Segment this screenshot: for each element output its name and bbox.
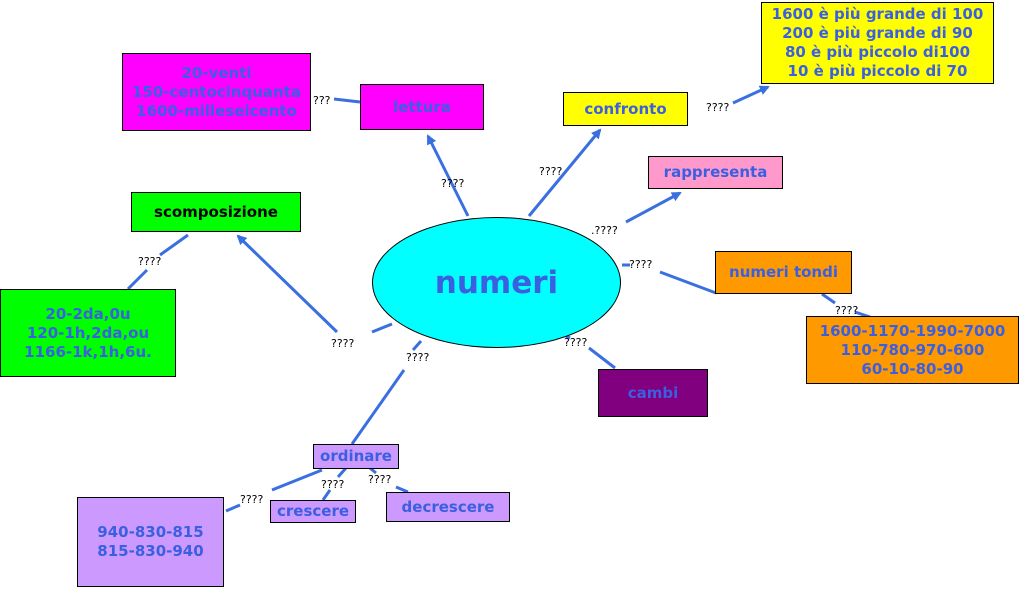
node-lettura-label: lettura (393, 97, 451, 116)
confronto-example-4: 10 è più piccolo di 70 (787, 62, 968, 80)
link-numeri-tondi-2 (659, 270, 717, 295)
link-label-confronto-examples: ???? (706, 101, 730, 114)
link-scomposizione-examples (159, 233, 189, 257)
link-ordinare-examples (271, 468, 323, 492)
node-cambi: cambi (598, 369, 708, 417)
scomposizione-example-3: 1166-1k,1h,6u. (24, 342, 152, 361)
link-ordinare-2 (350, 369, 406, 445)
link-label-ordinare: ???? (406, 351, 430, 364)
link-crescere (336, 467, 348, 478)
link-rappresenta (625, 191, 682, 224)
link-label-rappresenta: .???? (591, 224, 618, 237)
link-ordinare-examples-2 (225, 503, 241, 513)
node-scomposizione: scomposizione (131, 192, 301, 232)
node-crescere: crescere (270, 500, 356, 523)
link-confronto-examples (732, 85, 770, 105)
node-confronto-examples: 1600 è più grande di 100 200 è più grand… (761, 2, 994, 84)
ordinare-example-1: 940-830-815 (97, 523, 204, 541)
center-label: numeri (434, 264, 559, 301)
lettura-example-3: 1600-milleseicento (136, 101, 297, 120)
node-crescere-label: crescere (276, 502, 350, 520)
node-scomposizione-examples: 20-2da,0u 120-1h,2da,ou 1166-1k,1h,6u. (0, 289, 176, 377)
node-confronto: confronto (563, 92, 688, 126)
lettura-example-2: 150-centocinquanta (132, 82, 301, 101)
numeri-tondi-example-2: 110-780-970-600 (840, 340, 985, 359)
link-lettura (426, 134, 470, 217)
node-cambi-label: cambi (627, 383, 679, 402)
node-ordinare-label: ordinare (320, 447, 392, 465)
link-label-numeri-tondi: ???? (629, 258, 653, 271)
node-ordinare-examples: 940-830-815 815-830-940 (77, 497, 224, 587)
confronto-example-3: 80 è più piccolo di100 (784, 43, 971, 61)
link-label-crescere: ???? (321, 478, 345, 491)
node-lettura: lettura (360, 84, 484, 130)
node-numeri-tondi: numeri tondi (715, 251, 852, 294)
lettura-example-1: 20-venti (181, 63, 252, 82)
confronto-example-1: 1600 è più grande di 100 (771, 5, 984, 23)
link-label-lettura-examples: ??? (313, 94, 331, 107)
node-scomposizione-label: scomposizione (154, 202, 278, 221)
numeri-tondi-example-1: 1600-1170-1990-7000 (819, 321, 1006, 340)
node-numeri-tondi-examples: 1600-1170-1990-7000 110-780-970-600 60-1… (806, 316, 1019, 384)
numeri-tondi-example-3: 60-10-80-90 (861, 359, 964, 378)
link-label-numeri-tondi-examples: ???? (835, 304, 859, 317)
node-rappresenta: rappresenta (648, 156, 783, 189)
link-lettura-examples (333, 97, 361, 104)
node-rappresenta-label: rappresenta (663, 163, 768, 181)
link-confronto (527, 128, 602, 217)
scomposizione-example-2: 120-1h,2da,ou (26, 323, 150, 342)
link-label-scomposizione: ???? (331, 337, 355, 350)
node-decrescere: decrescere (386, 492, 510, 522)
link-cambi-2 (588, 346, 616, 370)
link-scomposizione (371, 322, 393, 334)
link-scomposizione-2 (236, 234, 339, 334)
link-label-confronto: ???? (539, 165, 563, 178)
link-label-decrescere: ???? (368, 473, 392, 486)
center-node-numeri: numeri (372, 217, 621, 348)
node-lettura-examples: 20-venti 150-centocinquanta 1600-millese… (122, 53, 311, 131)
link-label-ordinare-examples: ???? (240, 493, 264, 506)
link-scomposizione-examples-2 (126, 268, 149, 291)
link-label-scomposizione-examples: ???? (138, 255, 162, 268)
node-confronto-label: confronto (584, 99, 667, 118)
ordinare-example-2: 815-830-940 (97, 542, 204, 560)
confronto-example-2: 200 è più grande di 90 (782, 24, 973, 42)
scomposizione-example-1: 20-2da,0u (45, 304, 131, 323)
link-ordinare (411, 340, 423, 351)
link-label-cambi: ???? (564, 336, 588, 349)
link-numeri-tondi-examples (821, 292, 836, 305)
node-ordinare: ordinare (313, 444, 399, 469)
node-numeri-tondi-label: numeri tondi (729, 263, 838, 281)
node-decrescere-label: decrescere (401, 497, 495, 516)
link-label-lettura: ???? (441, 177, 465, 190)
link-crescere-2 (321, 489, 332, 501)
link-decrescere-2 (395, 485, 409, 494)
